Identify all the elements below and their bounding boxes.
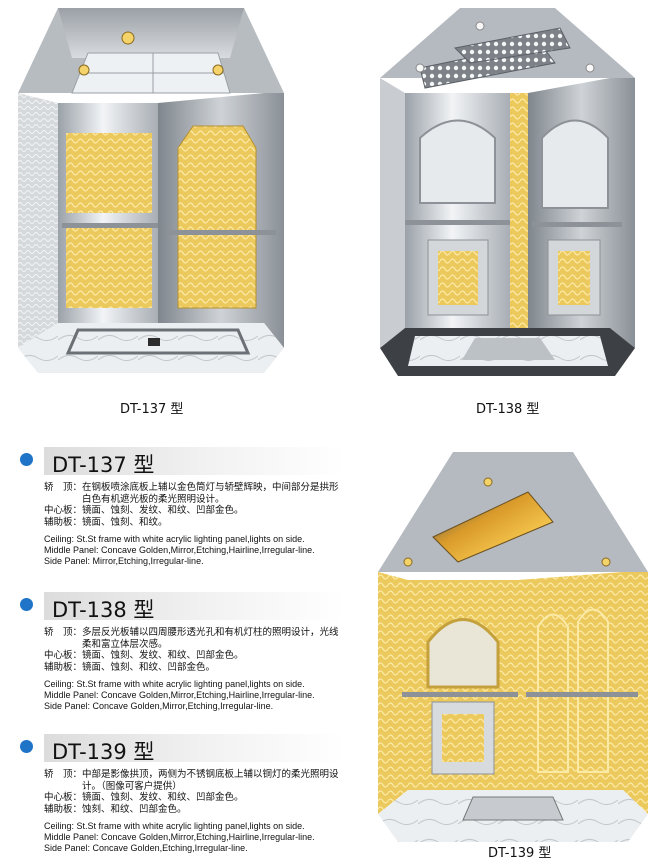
title-box: DT-137 型 <box>44 447 344 477</box>
model-header-dt137: DT-137 型 <box>20 447 344 477</box>
en-middle: Middle Panel: Concave Golden,Mirror,Etch… <box>44 690 315 700</box>
model-title: DT-137 型 <box>52 453 155 477</box>
en-side: Side Panel: Concave Golden,Etching,Irreg… <box>44 843 248 853</box>
model-description-dt139: 轿 顶：中部是影像拱顶，两侧为不锈钢底板上辅以铜灯的柔光照明设计。（图像可客户提… <box>44 769 344 854</box>
caption-dt139: DT-139 型 <box>488 846 552 861</box>
elevator-illustration-dt138 <box>380 8 635 376</box>
model-header-dt139: DT-139 型 <box>20 734 344 764</box>
en-ceiling: Ceiling: St.St frame with white acrylic … <box>44 821 305 831</box>
model-description-dt137: 轿 顶：在钢板喷涂底板上辅以金色筒灯与轿壁辉映，中间部分是拱形白色有机遮光板的柔… <box>44 482 344 567</box>
bullet-dot-icon <box>20 740 33 753</box>
en-middle: Middle Panel: Concave Golden,Mirror,Etch… <box>44 832 315 842</box>
en-side: Side Panel: Concave Golden,Mirror,Etchin… <box>44 701 274 711</box>
bullet-dot-icon <box>20 453 33 466</box>
en-ceiling: Ceiling: St.St frame with white acrylic … <box>44 679 305 689</box>
elevator-illustration-dt139 <box>378 452 648 842</box>
title-box: DT-138 型 <box>44 592 344 622</box>
model-title: DT-139 型 <box>52 740 155 764</box>
elevator-illustration-dt137 <box>18 8 284 373</box>
bullet-dot-icon <box>20 598 33 611</box>
caption-dt137: DT-137 型 <box>120 402 184 417</box>
model-description-dt138: 轿 顶：多层反光板辅以四周腰形透光孔和有机灯柱的照明设计，光线柔和富立体层次感。… <box>44 627 344 712</box>
en-side: Side Panel: Mirror,Etching,Irregular-lin… <box>44 556 204 566</box>
caption-dt138: DT-138 型 <box>476 402 540 417</box>
en-middle: Middle Panel: Concave Golden,Mirror,Etch… <box>44 545 315 555</box>
model-header-dt138: DT-138 型 <box>20 592 344 622</box>
title-box: DT-139 型 <box>44 734 344 764</box>
model-title: DT-138 型 <box>52 598 155 622</box>
en-ceiling: Ceiling: St.St frame with white acrylic … <box>44 534 305 544</box>
